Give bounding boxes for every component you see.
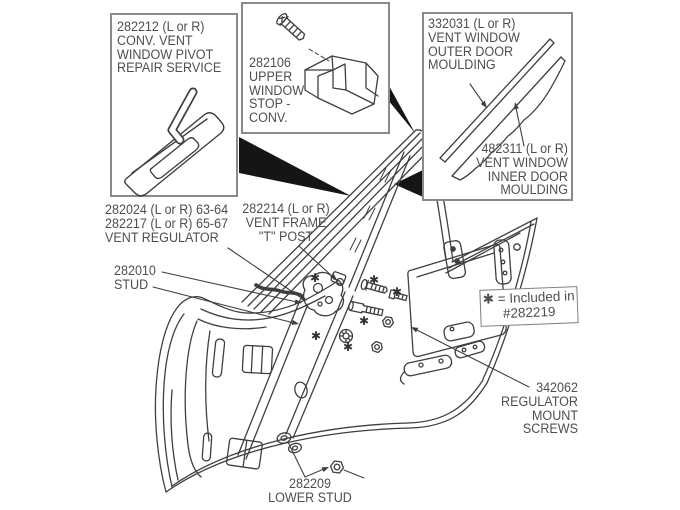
stud-label: 282010 STUD [114,263,156,292]
part-number: 282217 (L or R) 65-67 [105,215,229,231]
pivot-repair-label: 282212 (L or R) CONV. VENT WINDOW PIVOT … [117,19,222,76]
door-outline [154,217,538,493]
stop-screw [276,13,306,41]
hex-nut [381,316,395,328]
bolt [388,289,408,302]
mouldings-inset-box [422,12,573,201]
part-number: 282024 (L or R) 63-64 [105,202,229,217]
lower-stud-label: 282209 LOWER STUD [259,477,361,505]
t-post-channel [348,151,405,288]
flange-nut [338,328,354,344]
part-number: 282010 [114,263,156,278]
lower-stud-washer [287,442,303,454]
lower-stud-flange [276,432,292,444]
part-number: 282209 [289,476,331,491]
part-number: 482311 (L or R) [481,141,568,156]
wedge-moulding-to-vent-frame [394,170,423,197]
access-panel [407,243,507,358]
outer-moulding-strip [439,38,555,163]
lower-stud-nut [329,460,345,474]
asterisk-marker: ✱ [311,329,321,343]
part-number: 282212 (L or R) [117,19,205,34]
t-post-label: 282214 (L or R) VENT FRAME "T" POST [236,202,336,243]
included-note-box: ✱ = Included in #282219 [479,286,579,327]
inset-boxes [110,2,573,201]
shoulder-stud [348,300,384,317]
glass-run-channels [237,291,354,460]
fasteners [276,278,408,479]
asterisk-marker: ✱ [343,340,353,354]
asterisk-marker: ✱ [310,271,320,285]
callout-wedges [239,84,423,197]
inner-moulding-strip [451,56,566,181]
part-number: 332031 (L or R) [428,16,516,31]
part-number: 282214 (L or R) [242,201,330,216]
part-number: 342062 [536,380,578,395]
vent-regulator-label: 282024 (L or R) 63-64 282217 (L or R) 65… [105,202,229,245]
wedge-upper-stop-to-vent-frame [388,84,415,133]
pivot-repair-inset-box [110,13,238,197]
part-number: 282106 [249,55,291,70]
upper-stop-inset-box [241,2,390,134]
latch-and-pillar-brackets [399,239,521,385]
asterisk-markers: ✱ ✱ ✱ ✱ ✱ ✱ [310,271,402,354]
inner-panel-cutouts [201,338,308,470]
asterisk-marker: ✱ [359,314,369,328]
upper-stop-illustration [276,13,379,115]
inner-moulding-label: 482311 (L or R) VENT WINDOW INNER DOOR M… [456,142,568,197]
pivot-repair-illustration [124,87,225,197]
screw [360,278,388,294]
asterisk-marker: ✱ [392,285,402,299]
mouldings-illustration [439,38,566,181]
mount-screws-label: 342062 REGULATOR MOUNT SCREWS [493,381,578,436]
upper-stop-label: 282106 UPPER WINDOW STOP - CONV. [249,55,305,126]
glass-hatching [349,167,392,253]
door-pull-cup [443,321,475,342]
asterisk-marker: ✱ [369,273,379,287]
leader-arrowheads [291,273,419,473]
wedge-pivot-to-vent-frame [239,137,351,196]
leader-lines [152,245,530,478]
hex-nut [371,340,383,354]
outer-moulding-label: 332031 (L or R) VENT WINDOW OUTER DOOR M… [428,16,520,73]
